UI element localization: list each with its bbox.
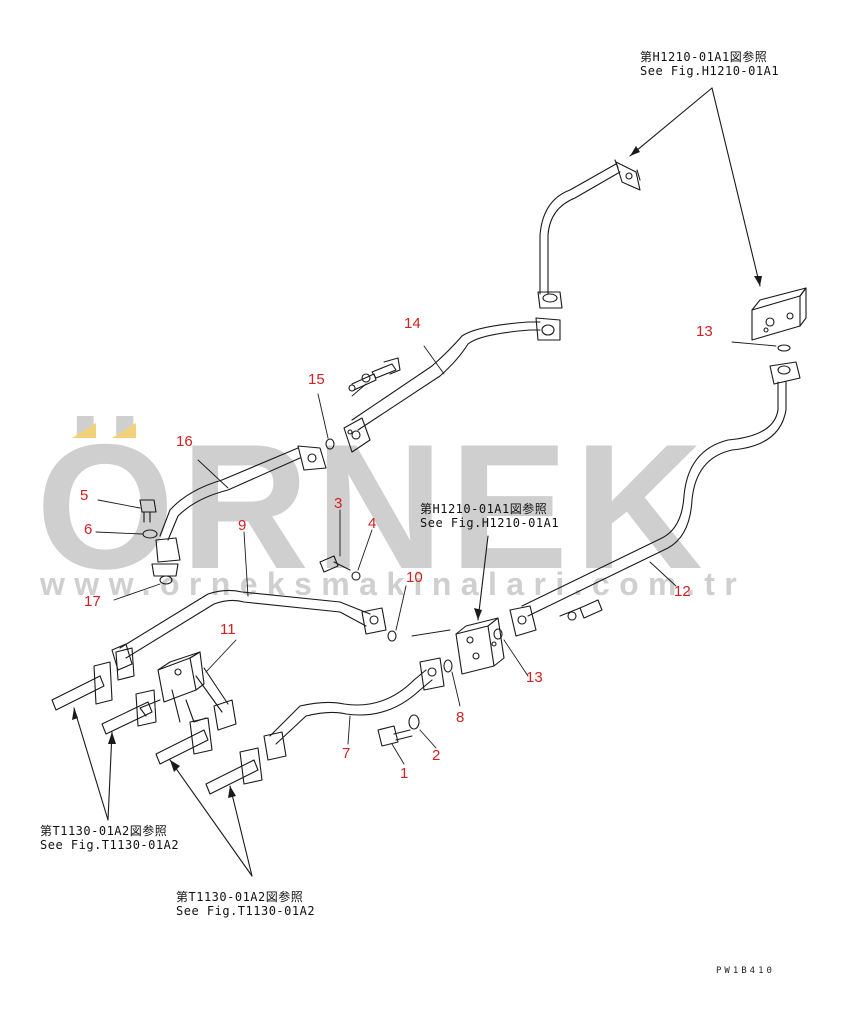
pipe-12 [509, 361, 801, 637]
washer-6 [142, 529, 158, 539]
o-ring-13a [777, 344, 791, 352]
reference-arrows [73, 87, 761, 877]
watermark-accent [72, 423, 136, 438]
watermark-brand: ÖRNEK [36, 407, 709, 606]
part-label-5: 5 [80, 487, 89, 504]
part-label-7: 7 [342, 745, 351, 762]
o-ring-8 [443, 659, 453, 673]
part-label-13b: 13 [526, 669, 543, 686]
bolt-5 [139, 499, 157, 523]
part-label-14: 14 [404, 315, 421, 332]
ref-line-en: See Fig.H1210-01A1 [420, 516, 560, 530]
upper-pipe [537, 159, 641, 309]
o-ring-13b [493, 628, 503, 640]
part-label-9: 9 [238, 517, 247, 534]
bolt-1 [377, 725, 413, 747]
arrow-heads [72, 146, 762, 798]
reference-note-bottom-left: 第T1130-01A2図参照 See Fig.T1130-01A2 [40, 824, 179, 852]
part-label-8: 8 [456, 709, 465, 726]
o-ring-17 [159, 575, 173, 585]
pipe-14 [343, 317, 561, 453]
ref-line-jp: 第H1210-01A1図参照 [420, 502, 548, 516]
pipe-7 [263, 657, 445, 761]
part-label-1: 1 [400, 765, 409, 782]
block-11 [139, 651, 237, 731]
ref-line-jp: 第T1130-01A2図参照 [176, 890, 304, 904]
part-label-10: 10 [406, 569, 423, 586]
bolt-group-14 [348, 357, 401, 392]
left-fittings [51, 647, 263, 795]
bolt-3 [319, 555, 351, 573]
ref-line-en: See Fig.T1130-01A2 [176, 904, 316, 918]
part-label-2: 2 [432, 747, 441, 764]
part-label-15: 15 [308, 371, 325, 388]
part-label-16: 16 [176, 433, 193, 450]
part-label-3: 3 [334, 495, 343, 512]
part-label-12: 12 [674, 583, 691, 600]
reference-note-top-right: 第H1210-01A1図参照 See Fig.H1210-01A1 [640, 50, 779, 78]
o-ring-10 [387, 630, 397, 642]
part-label-17: 17 [84, 593, 101, 610]
pipe-16 [151, 445, 327, 577]
valve-block-top-right [751, 287, 807, 341]
washer-2 [408, 714, 420, 730]
ref-line-en: See Fig.T1130-01A2 [40, 838, 180, 852]
leader-lines [95, 341, 777, 765]
part-label-13a: 13 [696, 323, 713, 340]
pipe-9 [111, 589, 387, 671]
ref-line-jp: 第H1210-01A1図参照 [640, 50, 768, 64]
o-ring-15 [325, 438, 335, 450]
drawing-code: PW1B410 [716, 966, 775, 976]
part-label-4: 4 [368, 515, 377, 532]
part-label-6: 6 [84, 521, 93, 538]
part-label-11: 11 [220, 621, 236, 638]
watermark-url: www.orneksmakinalari.com.tr [40, 566, 747, 602]
bolt-group-12 [559, 599, 603, 621]
valve-block-middle [455, 617, 505, 675]
washer-4 [351, 571, 361, 581]
reference-note-middle: 第H1210-01A1図参照 See Fig.H1210-01A1 [420, 502, 559, 530]
ref-line-en: See Fig.H1210-01A1 [640, 64, 780, 78]
ref-line-jp: 第T1130-01A2図参照 [40, 824, 168, 838]
reference-note-bottom-center: 第T1130-01A2図参照 See Fig.T1130-01A2 [176, 890, 315, 918]
